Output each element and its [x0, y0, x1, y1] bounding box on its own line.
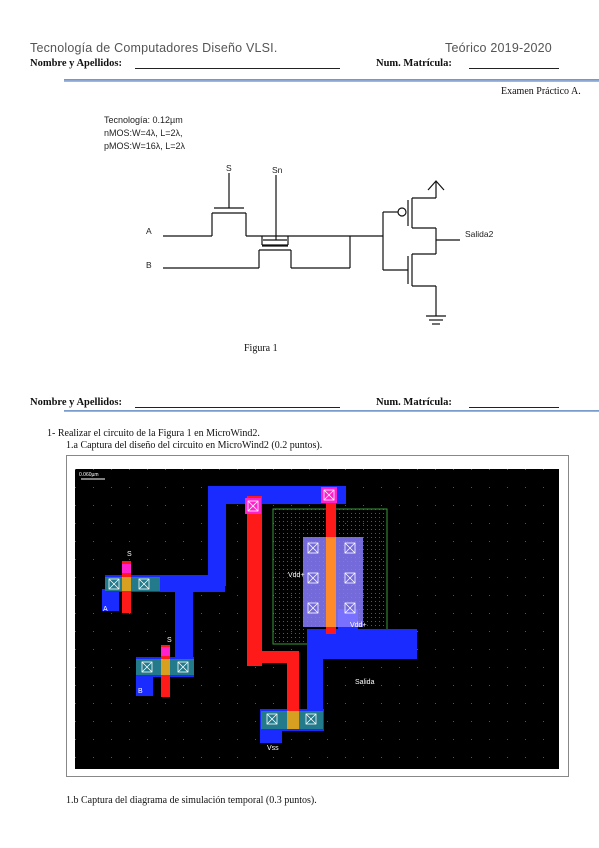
exam-label: Examen Práctico A.: [501, 86, 581, 97]
matricula-label: Num. Matrícula:: [376, 58, 452, 69]
layout-label-b: B: [138, 688, 143, 695]
layout-frame: 0.060µm S A S B Vdd+ Vdd+ Salida Vss: [66, 455, 569, 777]
question-1b: 1.b Captura del diagrama de simulación t…: [66, 795, 317, 806]
layout-drawing: [75, 469, 559, 769]
name-field-2[interactable]: [135, 397, 340, 408]
tech-spec: Tecnología: 0.12µm nMOS:W=4λ, L=2λ, pMOS…: [104, 114, 185, 153]
header-rule-2: [64, 410, 599, 412]
layout-label-a: A: [103, 606, 108, 613]
layout-canvas: 0.060µm S A S B Vdd+ Vdd+ Salida Vss: [75, 469, 559, 769]
label-a: A: [146, 226, 152, 236]
course-title: Tecnología de Computadores Diseño VLSI.: [30, 41, 278, 55]
layout-label-s2: S: [167, 637, 172, 644]
name-label: Nombre y Apellidos:: [30, 58, 122, 69]
label-b: B: [146, 260, 152, 270]
term-label: Teórico 2019-2020: [445, 41, 552, 55]
layout-label-s1: S: [127, 551, 132, 558]
label-s: S: [226, 163, 232, 173]
name-field[interactable]: [135, 58, 340, 69]
matricula-label-2: Num. Matrícula:: [376, 397, 452, 408]
circuit-schematic: [163, 173, 460, 325]
layout-label-vdd2: Vdd+: [350, 622, 367, 629]
label-salida2: Salida2: [465, 229, 494, 239]
tech-line-1: Tecnología: 0.12µm: [104, 115, 183, 125]
question-1a: 1.a Captura del diseño del circuito en M…: [66, 440, 323, 451]
question-1: 1- Realizar el circuito de la Figura 1 e…: [47, 428, 260, 439]
figure-caption: Figura 1: [244, 343, 278, 354]
layout-label-vdd1: Vdd+: [288, 572, 305, 579]
layout-label-salida: Salida: [355, 679, 375, 686]
matricula-field[interactable]: [469, 58, 559, 69]
label-sn: Sn: [272, 165, 283, 175]
layout-label-vss: Vss: [267, 745, 279, 752]
tech-line-2: nMOS:W=4λ, L=2λ,: [104, 128, 183, 138]
matricula-field-2[interactable]: [469, 397, 559, 408]
header-rule: [64, 79, 599, 82]
tech-line-3: pMOS:W=16λ, L=2λ: [104, 141, 186, 151]
name-label-2: Nombre y Apellidos:: [30, 397, 122, 408]
layout-scale: 0.060µm: [79, 472, 99, 478]
